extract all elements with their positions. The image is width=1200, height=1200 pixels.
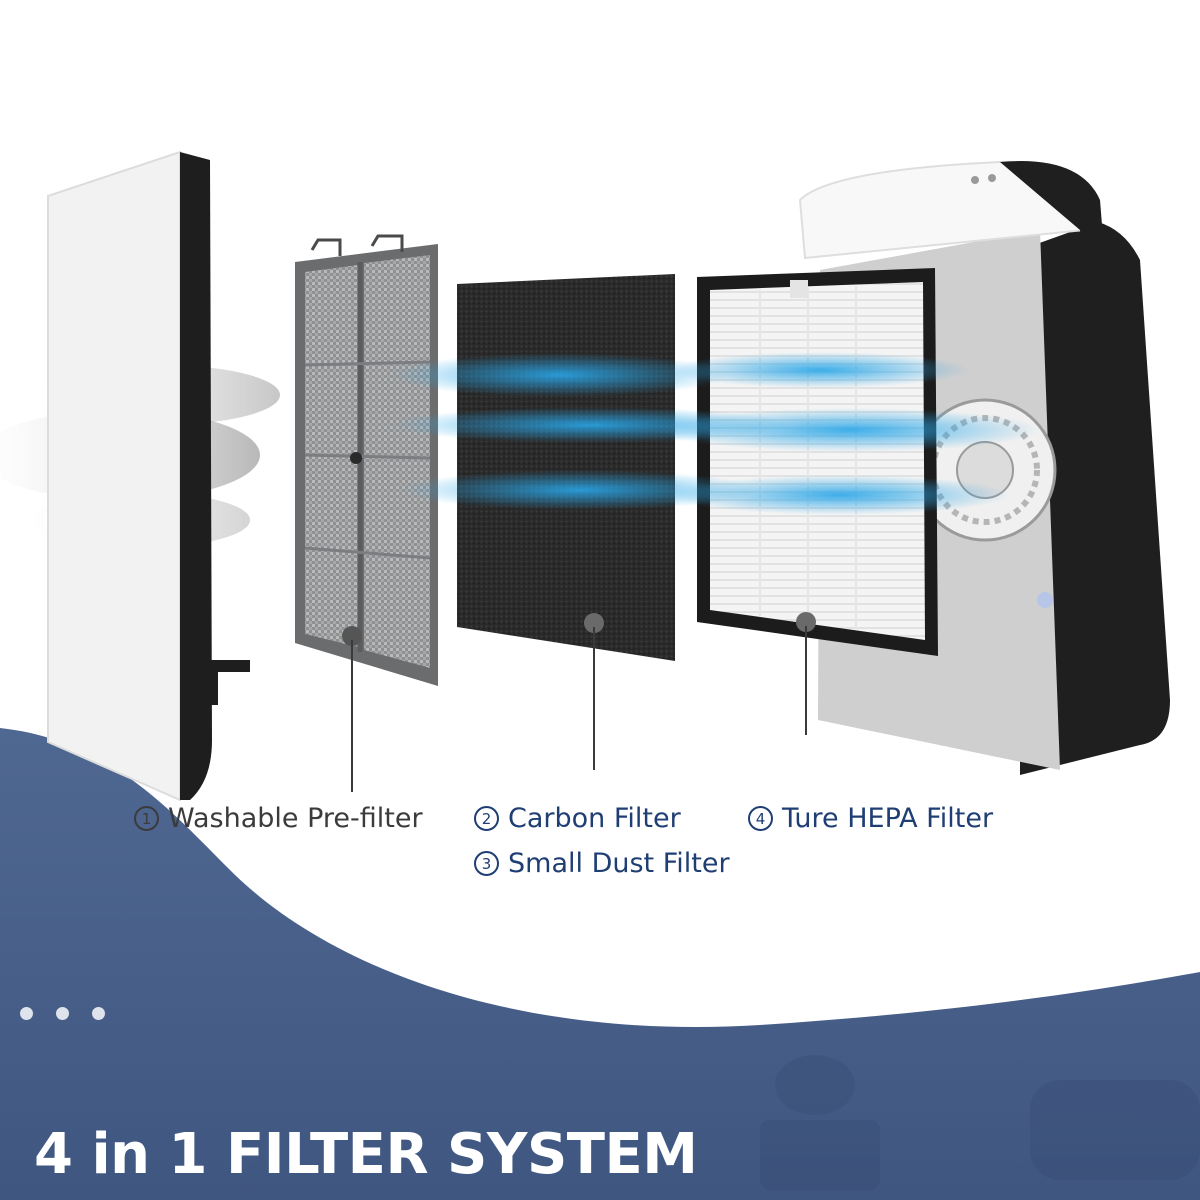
label-small-dust-filter: 3 Small Dust Filter [474,848,730,879]
navy-background-band [0,728,1200,1200]
front-panel [47,150,250,802]
label-text: Small Dust Filter [508,848,730,879]
label-carbon-filter: 2 Carbon Filter [474,803,681,834]
headline: 4 in 1 FILTER SYSTEM [34,1122,698,1187]
airflow-streaks [390,352,1040,515]
carbon-filter [457,274,675,661]
label-text: Carbon Filter [508,803,681,834]
number-badge-1: 1 [134,806,159,831]
pointer-lines [351,626,807,792]
carousel-dot[interactable] [92,1007,105,1020]
label-hepa-filter: 4 Ture HEPA Filter [748,803,993,834]
label-text: Washable Pre-filter [168,803,423,834]
hepa-filter [697,268,938,656]
room-silhouette [760,1055,1200,1190]
label-text: Ture HEPA Filter [782,803,994,834]
washable-pre-filter [295,234,438,686]
carousel-dot[interactable] [20,1007,33,1020]
number-badge-4: 4 [748,806,773,831]
label-washable-pre-filter: 1 Washable Pre-filter [134,803,423,834]
carousel-dot[interactable] [56,1007,69,1020]
number-badge-3: 3 [474,851,499,876]
number-badge-2: 2 [474,806,499,831]
